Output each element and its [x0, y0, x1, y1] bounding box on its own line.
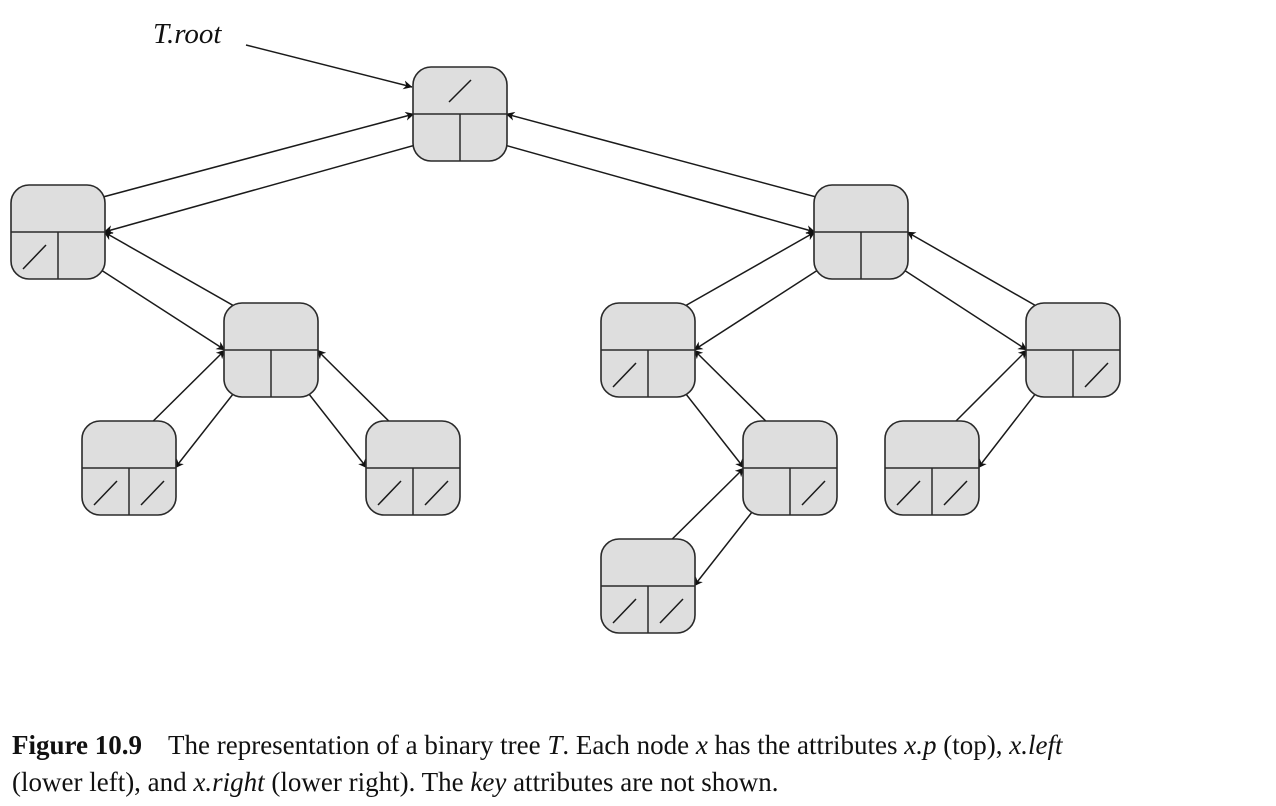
root-pointer-arrow [245, 44, 413, 90]
tree-node [412, 66, 508, 162]
binary-tree-diagram: T.root [10, 18, 1121, 634]
nil-right-slash [140, 480, 165, 506]
left-child-pointer-arrow [693, 256, 839, 351]
caption-segment: (top), [936, 730, 1010, 760]
parent-pointer-arrow [505, 111, 862, 210]
nil-right-slash [943, 480, 968, 506]
tree-node [1025, 302, 1121, 398]
tree-node [81, 420, 177, 516]
caption-segment: . Each node [562, 730, 696, 760]
nil-right-slash [424, 480, 449, 506]
caption-text: The representation of a binary tree T. E… [168, 730, 1062, 760]
tree-node [600, 302, 696, 398]
tree-node [600, 538, 696, 634]
tree-node [10, 184, 106, 280]
tree-node [365, 420, 461, 516]
nil-left-slash [612, 598, 637, 624]
right-child-pointer-arrow [482, 138, 816, 235]
nil-left-slash [93, 480, 118, 506]
caption-line2-segment: attributes are not shown. [506, 767, 779, 797]
caption-segment: T [547, 730, 563, 760]
nil-right-slash [801, 480, 826, 506]
nil-right-slash [1084, 362, 1109, 388]
caption-line2-segment: (lower left), and [12, 767, 194, 797]
nil-right-slash [659, 598, 684, 624]
figure-caption: Figure 10.9 The representation of a binar… [12, 727, 1274, 801]
caption-line2-segment: x.right [193, 767, 265, 797]
caption-segment: The representation of a binary tree [168, 730, 548, 760]
caption-line2-segment: (lower right). The [264, 767, 471, 797]
nil-left-slash [377, 480, 402, 506]
right-child-pointer-arrow [883, 256, 1028, 351]
nil-left-slash [896, 480, 921, 506]
tree-node [742, 420, 838, 516]
caption-segment: x.p [904, 730, 937, 760]
caption-line2-segment: key [470, 767, 507, 797]
caption-text-line-2: (lower left), and x.right (lower right).… [12, 764, 1274, 801]
tree-nodes [10, 66, 1121, 634]
parent-pointer-arrow [57, 111, 415, 210]
caption-line-1: Figure 10.9 The representation of a binar… [12, 727, 1274, 764]
caption-segment: x [695, 730, 708, 760]
caption-segment: x.left [1009, 730, 1063, 760]
root-pointer-label: T.root [153, 18, 222, 50]
figure-number: Figure 10.9 [12, 730, 142, 760]
tree-node [223, 302, 319, 398]
nil-left-slash [22, 244, 47, 270]
nil-parent-slash [448, 79, 472, 103]
tree-node [813, 184, 909, 280]
caption-segment: has the attributes [707, 730, 905, 760]
left-child-pointer-arrow [103, 138, 438, 235]
right-child-pointer-arrow [80, 256, 226, 351]
tree-node [884, 420, 980, 516]
nil-left-slash [612, 362, 637, 388]
